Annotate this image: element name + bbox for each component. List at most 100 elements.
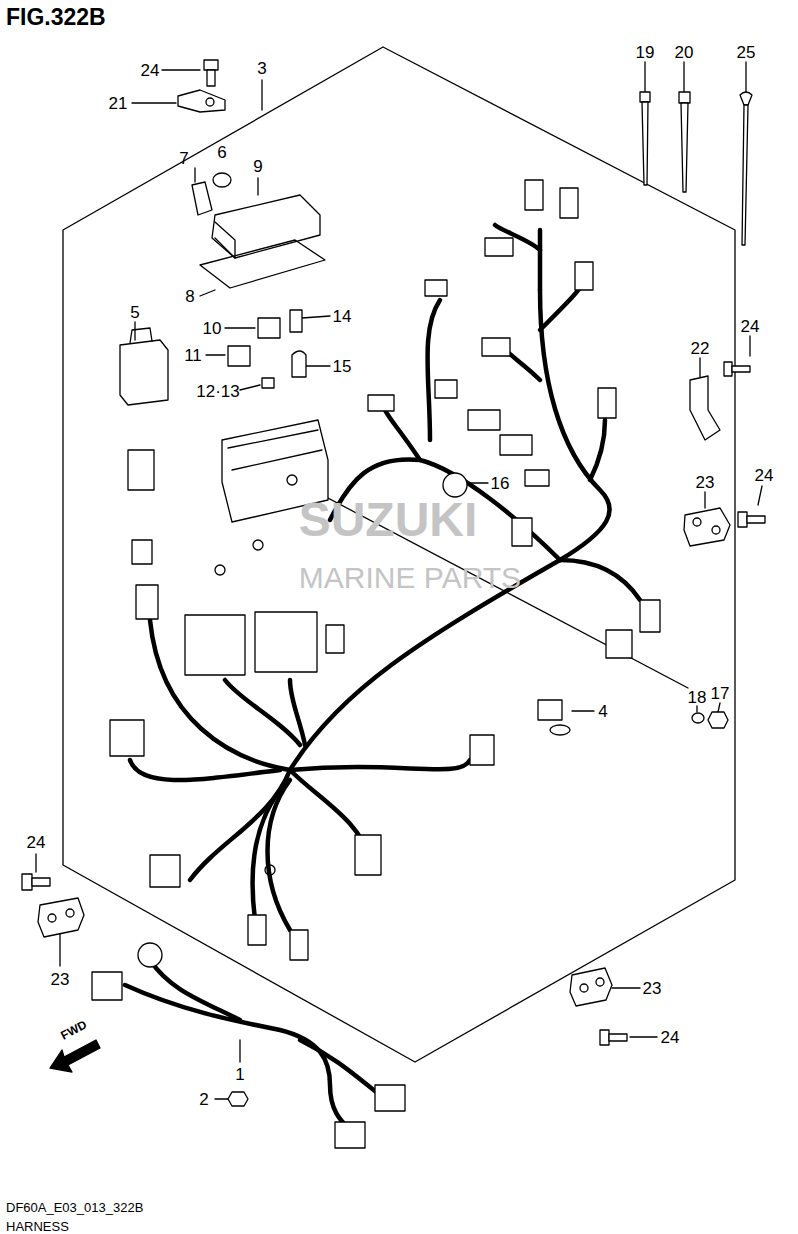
fuse-puller	[292, 351, 306, 377]
connector	[500, 435, 532, 455]
washer	[692, 713, 704, 723]
connector	[468, 410, 500, 430]
unit-tab	[130, 328, 152, 343]
wire	[290, 680, 305, 745]
connector	[110, 720, 144, 756]
connector	[525, 470, 549, 486]
leader-line	[302, 316, 330, 318]
fuse-box-cover	[212, 195, 320, 258]
nut	[708, 712, 728, 728]
connector	[512, 518, 532, 546]
connector	[598, 388, 616, 418]
callout-number: 25	[737, 44, 756, 61]
wire	[290, 760, 470, 770]
cable-tie	[742, 105, 748, 245]
leader-line	[758, 486, 762, 505]
leader-line	[683, 62, 684, 92]
wire	[190, 770, 290, 880]
leader-line	[134, 322, 135, 340]
leader-line	[239, 1040, 240, 1062]
bolt-head	[724, 362, 732, 376]
connector	[470, 735, 494, 765]
clamp	[38, 898, 84, 937]
wire-harness	[130, 225, 640, 930]
ring-terminal	[253, 540, 263, 550]
ring-terminal	[550, 725, 570, 735]
clamp-hole	[48, 914, 56, 922]
cable-tie-head	[740, 92, 752, 105]
sub-harness-wire	[300, 1040, 380, 1095]
callout-number: 4	[598, 703, 607, 720]
bolt-head	[204, 60, 218, 70]
connector	[150, 855, 180, 887]
callout-number: 21	[109, 95, 128, 112]
cover-seal	[200, 240, 325, 288]
connector	[482, 338, 510, 356]
bolt-head	[600, 1030, 609, 1045]
watermark: MARINE PARTS	[299, 563, 521, 593]
callout-number: 16	[491, 475, 510, 492]
callout-number: 11	[184, 347, 202, 364]
clip	[192, 182, 212, 215]
fuse	[262, 378, 274, 388]
cable-tie	[642, 102, 648, 185]
sensor	[368, 395, 394, 411]
clamp	[570, 968, 612, 1006]
bolt-shank	[747, 516, 765, 523]
grommet	[213, 173, 231, 187]
callout-number: 8	[185, 288, 194, 305]
leader-line	[194, 168, 195, 182]
callout-number: 19	[636, 44, 655, 61]
leader-line	[257, 178, 258, 195]
bolt-shank	[32, 878, 50, 886]
ecu-connector	[255, 612, 317, 672]
callout-number: 18	[688, 689, 707, 706]
clamp-hole	[580, 984, 588, 992]
leader-line	[612, 987, 640, 988]
leader-line	[630, 1036, 657, 1037]
callout-number: 22	[691, 340, 710, 357]
watermark: SUZUKI	[299, 496, 478, 544]
connector	[575, 262, 593, 290]
nut	[228, 1092, 248, 1106]
connector	[640, 600, 660, 632]
leader-line	[261, 80, 262, 110]
callout-number: 3	[257, 60, 266, 77]
wire	[130, 760, 280, 780]
ecu-connector	[185, 615, 245, 675]
leader-line	[704, 492, 705, 508]
wire	[590, 420, 605, 480]
leader-line	[470, 482, 488, 483]
leader-line	[240, 385, 260, 390]
callout-number: 24	[661, 1029, 680, 1046]
fuse-slots	[228, 430, 322, 470]
connector	[132, 540, 152, 564]
ring-terminal	[265, 865, 275, 875]
leader-line	[290, 478, 688, 688]
callout-number: 6	[217, 144, 226, 161]
figure-title: FIG.322B	[6, 4, 106, 31]
callout-number: 2	[199, 1091, 208, 1108]
callout-number: 24	[755, 467, 774, 484]
leader-line	[699, 358, 700, 378]
callout-number: 7	[179, 150, 188, 167]
terminal-boot	[375, 1085, 405, 1111]
connector	[248, 915, 266, 945]
callout-number: 10	[203, 320, 222, 337]
bolt-head	[22, 874, 32, 890]
leader-line	[644, 62, 645, 92]
leader-line	[749, 336, 750, 356]
leader-line	[162, 69, 200, 70]
leader-line	[696, 706, 697, 712]
clamp-hole	[693, 518, 701, 526]
connector	[606, 630, 632, 658]
connector	[355, 835, 381, 875]
bolt-head	[738, 512, 747, 527]
bolt-shank	[609, 1034, 627, 1041]
connector	[485, 238, 513, 256]
connector	[425, 280, 447, 296]
callout-number: 15	[333, 358, 352, 375]
callout-number: 23	[643, 980, 662, 997]
connector-cap	[128, 450, 154, 490]
